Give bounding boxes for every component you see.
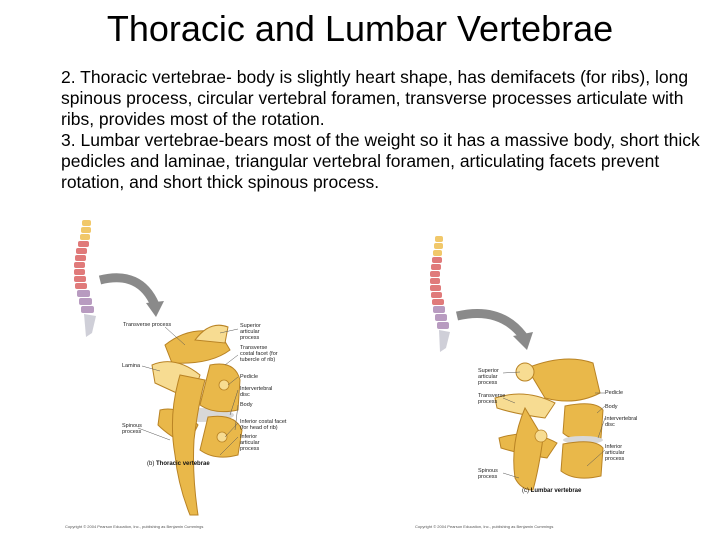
figure-caption: (c) Lumbar vertebrae: [522, 488, 581, 494]
label-spinous-process: Spinous process: [478, 468, 498, 480]
label-spinous-process: Spinous process: [122, 423, 142, 435]
label-inferior-costal-facet: Inferior costal facet (for head of rib): [240, 419, 287, 431]
leader-lines: [137, 326, 239, 456]
body-text: 2. Thoracic vertebrae- body is slightly …: [61, 67, 701, 193]
figure-caption-text: Thoracic vertebrae: [156, 461, 210, 467]
label-intervertebral-disc: Intervertebral disc: [240, 386, 273, 398]
figure-caption-text: Lumbar vertebrae: [530, 488, 582, 494]
lumbar-vertebrae-drawing: [494, 358, 604, 491]
label-body: Body: [605, 404, 618, 410]
copyright-notice: Copyright © 2004 Pearson Education, Inc.…: [65, 524, 204, 529]
label-transverse-costal-facet: Transverse costal facet (for tubercle of…: [240, 345, 278, 363]
label-lamina: Lamina: [122, 363, 141, 369]
label-superior-articular-process: Superior articular process: [478, 368, 499, 386]
label-inferior-articular-process: Inferior articular process: [605, 444, 625, 462]
spine-column-icon: [430, 236, 450, 352]
label-pedicle: Pedicle: [605, 390, 624, 396]
page-title: Thoracic and Lumbar Vertebrae: [106, 8, 614, 49]
label-pedicle: Pedicle: [240, 374, 259, 380]
figure-letter: (b): [147, 461, 155, 467]
lumbar-illustration: [430, 236, 606, 491]
label-superior-articular-process: Superior articular process: [240, 323, 261, 341]
label-transverse-process: Transverse process: [123, 322, 172, 328]
label-inferior-articular-process: Inferior articular process: [240, 434, 260, 452]
spine-column-icon: [74, 220, 96, 337]
lumbar-vertebrae-figure: Superior articular process Transverse pr…: [415, 228, 638, 540]
label-transverse-process: Transverse process: [478, 393, 506, 405]
thoracic-vertebrae-drawing: [151, 324, 243, 516]
copyright-notice: Copyright © 2004 Pearson Education, Inc.…: [415, 524, 554, 529]
thoracic-description: 2. Thoracic vertebrae- body is slightly …: [61, 67, 689, 129]
label-body: Body: [240, 402, 253, 408]
thoracic-illustration: [74, 220, 243, 516]
thoracic-vertebrae-figure: Transverse process Superior articular pr…: [60, 215, 315, 535]
pointer-arrow: [98, 273, 160, 307]
leader-lines: [502, 371, 606, 479]
label-intervertebral-disc: Intervertebral disc: [605, 416, 638, 428]
figure-caption: (b) Thoracic vertebrae: [147, 461, 210, 467]
lumbar-description: 3. Lumbar vertebrae-bears most of the we…: [61, 130, 700, 192]
figure-letter: (c): [522, 488, 529, 494]
pointer-arrow: [455, 309, 527, 339]
